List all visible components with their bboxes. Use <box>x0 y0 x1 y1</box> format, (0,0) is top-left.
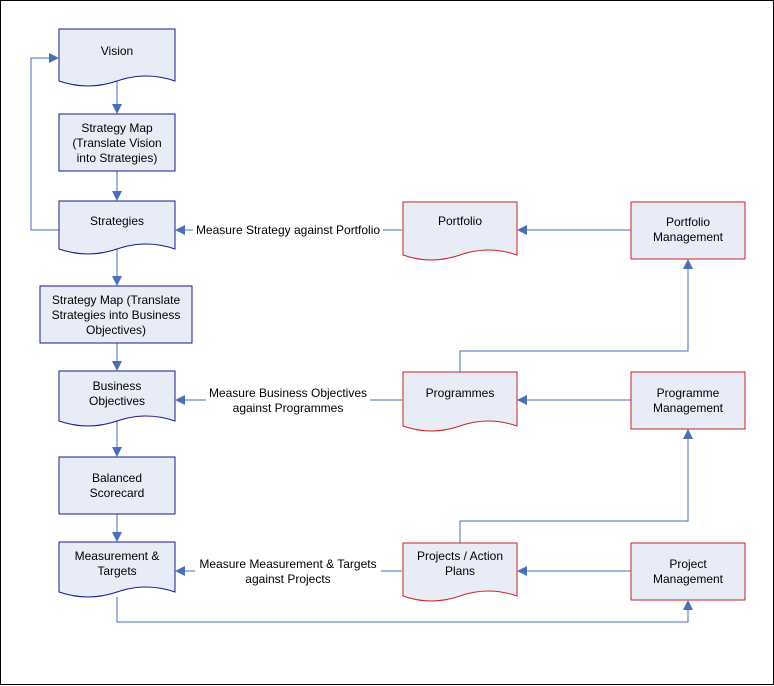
edge-label-measure-measurement-line-1: Measure Measurement & Targets <box>199 557 376 571</box>
node-business-objectives-line-2: Objectives <box>89 394 145 408</box>
node-portfolio-management-line-1: Portfolio <box>666 215 710 229</box>
node-projects-action-plans[interactable]: Projects / Action Plans <box>402 542 518 602</box>
node-strategy-map-1-line-2: (Translate Vision <box>72 136 161 150</box>
node-strategy-map-2-line-2: Strategies into Business <box>52 308 181 322</box>
node-strategy-map-2-line-3: Objectives) <box>86 323 146 337</box>
node-portfolio-management[interactable]: Portfolio Management <box>630 201 746 260</box>
node-project-management-line-2: Management <box>653 572 724 586</box>
node-strategy-map-1[interactable]: Strategy Map (Translate Vision into Stra… <box>58 113 176 172</box>
node-project-management[interactable]: Project Management <box>630 542 746 601</box>
node-strategy-map-1-line-3: into Strategies) <box>77 151 158 165</box>
node-project-management-line-1: Project <box>669 557 707 571</box>
edge-strategies-loop-to-vision <box>30 53 59 231</box>
node-strategies[interactable]: Strategies <box>58 200 176 255</box>
node-balanced-scorecard-line-1: Balanced <box>92 471 142 485</box>
node-portfolio[interactable]: Portfolio <box>402 201 518 261</box>
node-vision-label: Vision <box>101 44 133 58</box>
node-measurement-targets[interactable]: Measurement & Targets <box>58 541 176 598</box>
node-programme-management-line-2: Management <box>653 401 724 415</box>
node-programmes[interactable]: Programmes <box>402 371 518 432</box>
node-strategy-map-1-line-1: Strategy Map <box>81 121 153 135</box>
edge-label-measure-strategy: Measure Strategy against Portfolio <box>196 223 380 237</box>
node-measurement-targets-line-2: Targets <box>97 564 136 578</box>
node-portfolio-management-line-2: Management <box>653 230 724 244</box>
node-programme-management-line-1: Programme <box>657 386 720 400</box>
node-portfolio-label: Portfolio <box>438 214 482 228</box>
node-balanced-scorecard-line-2: Scorecard <box>90 486 145 500</box>
node-strategy-map-2-line-1: Strategy Map (Translate <box>52 293 181 307</box>
edge-programmes-to-portfolio-management <box>459 259 693 373</box>
edge-measurement-to-project-management <box>116 597 693 623</box>
node-balanced-scorecard[interactable]: Balanced Scorecard <box>58 456 176 515</box>
node-strategy-map-2[interactable]: Strategy Map (Translate Strategies into … <box>39 285 193 344</box>
node-programme-management[interactable]: Programme Management <box>630 371 746 430</box>
node-business-objectives[interactable]: Business Objectives <box>58 370 176 427</box>
node-strategies-label: Strategies <box>90 214 144 228</box>
edge-label-measure-business-line-2: against Programmes <box>233 401 344 415</box>
edge-labels: Measure Strategy against Portfolio Measu… <box>193 221 383 587</box>
edge-label-measure-business-line-1: Measure Business Objectives <box>209 386 367 400</box>
node-programmes-label: Programmes <box>426 386 495 400</box>
node-projects-action-plans-line-2: Plans <box>445 564 475 578</box>
node-business-objectives-line-1: Business <box>93 379 142 393</box>
edge-label-measure-measurement-line-2: against Projects <box>245 572 330 586</box>
node-measurement-targets-line-1: Measurement & <box>75 549 160 563</box>
edge-projects-to-programme-management <box>459 429 693 544</box>
node-vision[interactable]: Vision <box>58 28 176 87</box>
node-projects-action-plans-line-1: Projects / Action <box>417 549 503 563</box>
connectors <box>30 53 693 623</box>
